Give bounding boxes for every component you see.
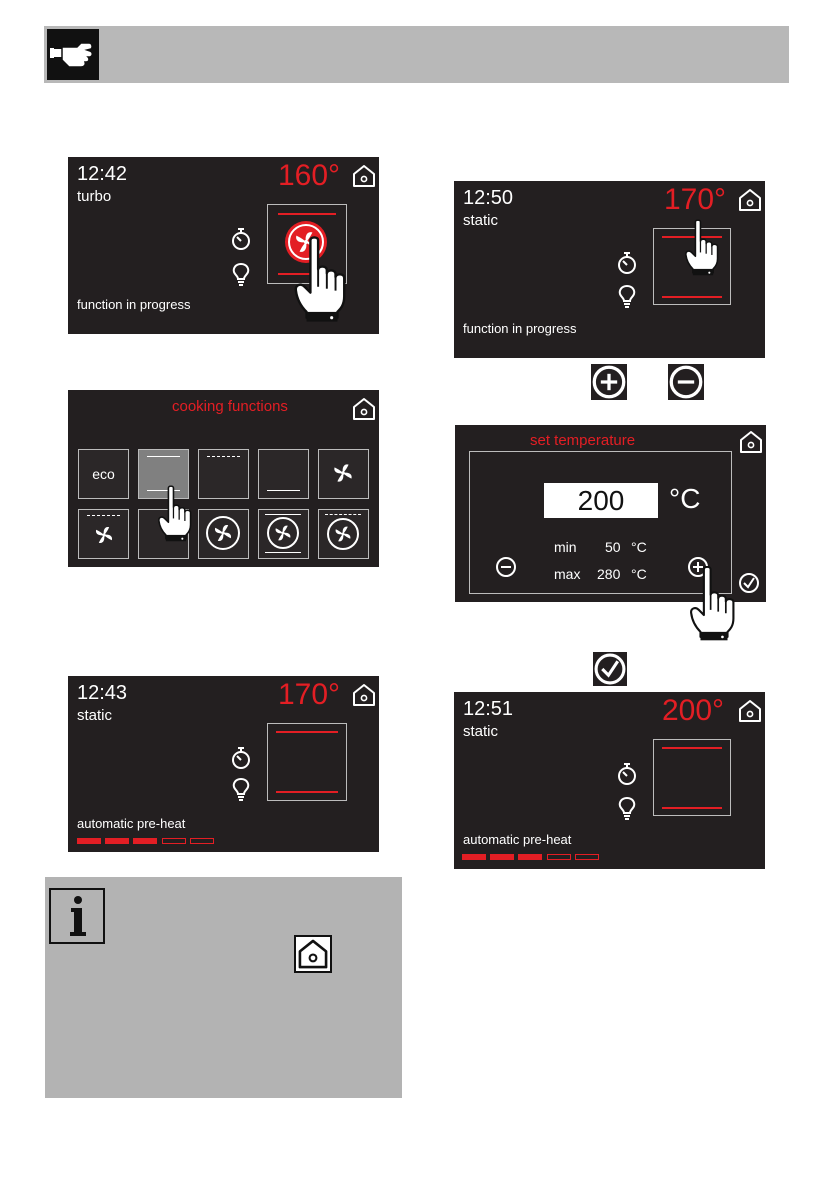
light-bulb-icon[interactable]	[616, 284, 638, 308]
preheat-progress-segment	[490, 854, 514, 860]
status-text: function in progress	[463, 321, 576, 336]
function-tile-fan-grill[interactable]	[78, 509, 129, 559]
preheat-progress-segment	[162, 838, 186, 844]
preheat-progress-segment	[105, 838, 129, 844]
clock-time: 12:50	[463, 187, 513, 210]
max-label: max	[554, 566, 580, 582]
home-icon[interactable]	[737, 698, 763, 724]
screen-title: set temperature	[530, 432, 635, 449]
hand-pointer-icon	[684, 217, 722, 279]
decrease-temperature-button[interactable]	[495, 556, 517, 578]
temperature-display[interactable]: 170°	[278, 678, 340, 712]
timer-icon[interactable]	[230, 746, 252, 770]
cooking-mode-label: static	[463, 212, 498, 229]
top-heater-line	[276, 731, 338, 733]
preheat-progress-segment	[190, 838, 214, 844]
preheat-progress-segment	[575, 854, 599, 860]
hand-pointer-icon	[293, 236, 351, 324]
cooking-functions-screen: cooking functions eco	[68, 390, 379, 567]
status-text: automatic pre-heat	[463, 832, 571, 847]
cooking-mode-label: turbo	[77, 188, 111, 205]
page-header-bar	[44, 26, 789, 83]
cooking-mode-label: static	[463, 723, 498, 740]
max-unit: °C	[631, 566, 647, 582]
info-box	[45, 877, 402, 1098]
oven-screen-preheat: 12:43 static 170° automatic pre-heat	[68, 676, 379, 852]
top-heater-line	[278, 213, 336, 215]
plus-button-icon	[591, 364, 627, 400]
function-tile-turbo[interactable]	[198, 509, 249, 559]
status-text: function in progress	[77, 297, 190, 312]
hand-pointer-icon	[688, 566, 740, 642]
check-button-icon	[593, 652, 627, 686]
timer-icon[interactable]	[230, 227, 252, 251]
info-icon	[49, 888, 105, 944]
pointing-hand-icon	[47, 29, 99, 80]
screen-title: cooking functions	[172, 398, 288, 415]
function-tile-bottom-heat[interactable]	[258, 449, 309, 499]
confirm-check-button[interactable]	[738, 572, 760, 594]
home-icon[interactable]	[738, 429, 764, 455]
function-panel[interactable]	[267, 723, 347, 801]
temperature-value-field[interactable]: 200	[544, 483, 658, 518]
preheat-progress-segment	[547, 854, 571, 860]
timer-icon[interactable]	[616, 762, 638, 786]
hand-pointer-icon	[157, 472, 195, 556]
function-tile-turbo-static[interactable]	[258, 509, 309, 559]
status-text: automatic pre-heat	[77, 816, 185, 831]
home-icon[interactable]	[351, 682, 377, 708]
home-icon[interactable]	[351, 396, 377, 422]
top-heater-line	[662, 747, 722, 749]
preheat-progress-segment	[462, 854, 486, 860]
home-icon[interactable]	[351, 163, 377, 189]
light-bulb-icon[interactable]	[230, 262, 252, 286]
min-unit: °C	[631, 539, 647, 555]
function-tile-turbo-grill[interactable]	[318, 509, 369, 559]
clock-time: 12:51	[463, 698, 513, 721]
light-bulb-icon[interactable]	[230, 777, 252, 801]
preheat-progress-segment	[77, 838, 101, 844]
preheat-progress-segment	[133, 838, 157, 844]
min-label: min	[554, 539, 577, 555]
temperature-display[interactable]: 170°	[664, 183, 726, 217]
clock-time: 12:42	[77, 163, 127, 186]
function-tile-fan[interactable]	[318, 449, 369, 499]
timer-icon[interactable]	[616, 251, 638, 275]
eco-label: eco	[79, 466, 128, 482]
temperature-display[interactable]: 160°	[278, 159, 340, 193]
home-icon[interactable]	[737, 187, 763, 213]
max-value: 280	[597, 566, 620, 582]
temperature-display[interactable]: 200°	[662, 694, 724, 728]
minus-button-icon	[668, 364, 704, 400]
clock-time: 12:43	[77, 682, 127, 705]
function-tile-top-heat[interactable]	[198, 449, 249, 499]
temperature-unit: °C	[669, 483, 700, 515]
function-tile-eco[interactable]: eco	[78, 449, 129, 499]
min-value: 50	[605, 539, 621, 555]
function-panel[interactable]	[653, 739, 731, 816]
bottom-heater-line	[276, 791, 338, 793]
light-bulb-icon[interactable]	[616, 796, 638, 820]
home-icon	[294, 935, 332, 973]
cooking-mode-label: static	[77, 707, 112, 724]
bottom-heater-line	[662, 296, 722, 298]
bottom-heater-line	[662, 807, 722, 809]
preheat-progress-segment	[518, 854, 542, 860]
oven-screen-preheat-200: 12:51 static 200° automatic pre-heat	[454, 692, 765, 869]
